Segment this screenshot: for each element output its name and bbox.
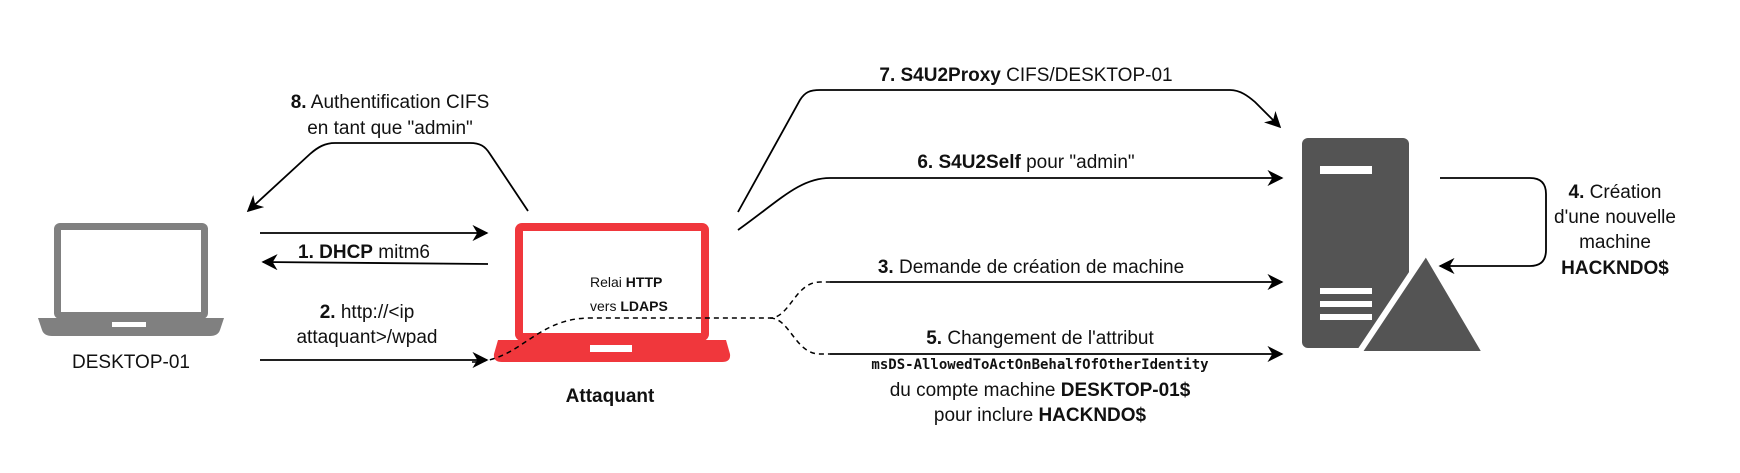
arrow-machine-created [1438,177,1547,275]
step8-label-line1: 8. Authentification CIFS [291,92,490,113]
desktop-laptop-icon [38,223,224,336]
relay-dashed-path-upper [471,281,830,363]
step2-label-line2: attaquant>/wpad [296,327,437,348]
warning-triangle-icon [1355,249,1489,357]
step4-label-line2: d'une nouvelle [1554,207,1676,228]
relay-dashed-path-lower [769,317,830,355]
step3-label: 3. Demande de création de machine [878,257,1184,278]
step8-label-line2: en tant que "admin" [307,118,473,139]
step4-label-line1: 4. Création [1569,182,1662,203]
step6-label: 6. S4U2Self pour "admin" [917,152,1134,173]
attacker-laptop-icon [493,223,731,362]
arrow-s4u2proxy [737,89,1282,213]
step5-label-line4: pour inclure HACKNDO$ [934,405,1147,426]
relay-line1: Relai HTTP [590,274,662,290]
arrow-cifs-auth [246,142,529,213]
step5-attribute-name: msDS-AllowedToActOnBehalfOfOtherIdentity [871,357,1209,373]
step4-label-line4: HACKNDO$ [1561,258,1669,279]
server-icon [1302,138,1409,348]
desktop-label: DESKTOP-01 [72,352,190,373]
step4-label-line3: machine [1579,232,1651,253]
step5-label-line3: du compte machine DESKTOP-01$ [890,380,1191,401]
arrow-s4u2self [737,169,1284,231]
step1-label: 1. DHCP mitm6 [298,242,430,263]
relay-line2: vers LDAPS [590,298,668,314]
arrow-dhcp-response [261,254,489,271]
step2-label-line1: 2. http://<ip [320,302,415,323]
step5-label-line1: 5. Changement de l'attribut [926,328,1154,349]
attacker-label: Attaquant [566,386,655,407]
step7-label: 7. S4U2Proxy CIFS/DESKTOP-01 [879,65,1172,86]
